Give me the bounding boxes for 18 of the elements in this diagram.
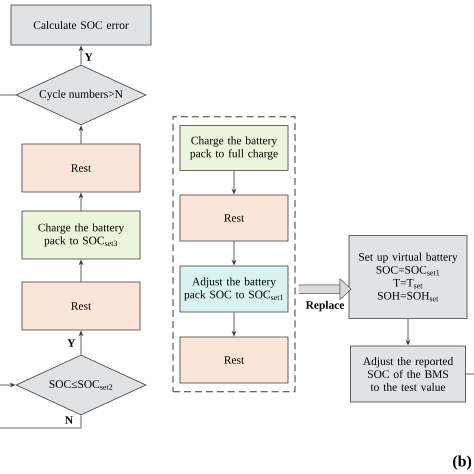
- process-box: Set up virtual battery SOC=SOC$_{set1}$ T=T$_{set}$ SOH=SOH$_{set}$: [348, 235, 468, 319]
- connector-line: [0, 94, 16, 96]
- process-box: Rest: [180, 194, 288, 242]
- dashed-group-box: [172, 116, 296, 392]
- edge-label: Y: [84, 53, 93, 61]
- connector-line: [0, 415, 82, 428]
- process-box: Rest: [22, 282, 140, 330]
- panel-label: (b): [453, 455, 472, 470]
- edge-label: Replace: [306, 300, 344, 312]
- process-box: Rest: [180, 336, 288, 384]
- process-box: Rest: [22, 144, 140, 192]
- process-box: Charge the battery pack to SOC$_{set3}$: [22, 210, 140, 260]
- edge-label: N: [65, 416, 73, 424]
- process-box: Charge the battery pack to full charge: [180, 125, 288, 171]
- process-box: Adjust the battery pack SOC to SOC$_{set1}$: [180, 266, 288, 312]
- edge-label: Y: [67, 339, 76, 347]
- process-box: Adjust the reported SOC of the BMS to the test value: [350, 346, 466, 402]
- process-box: Calculate SOC error: [10, 4, 152, 46]
